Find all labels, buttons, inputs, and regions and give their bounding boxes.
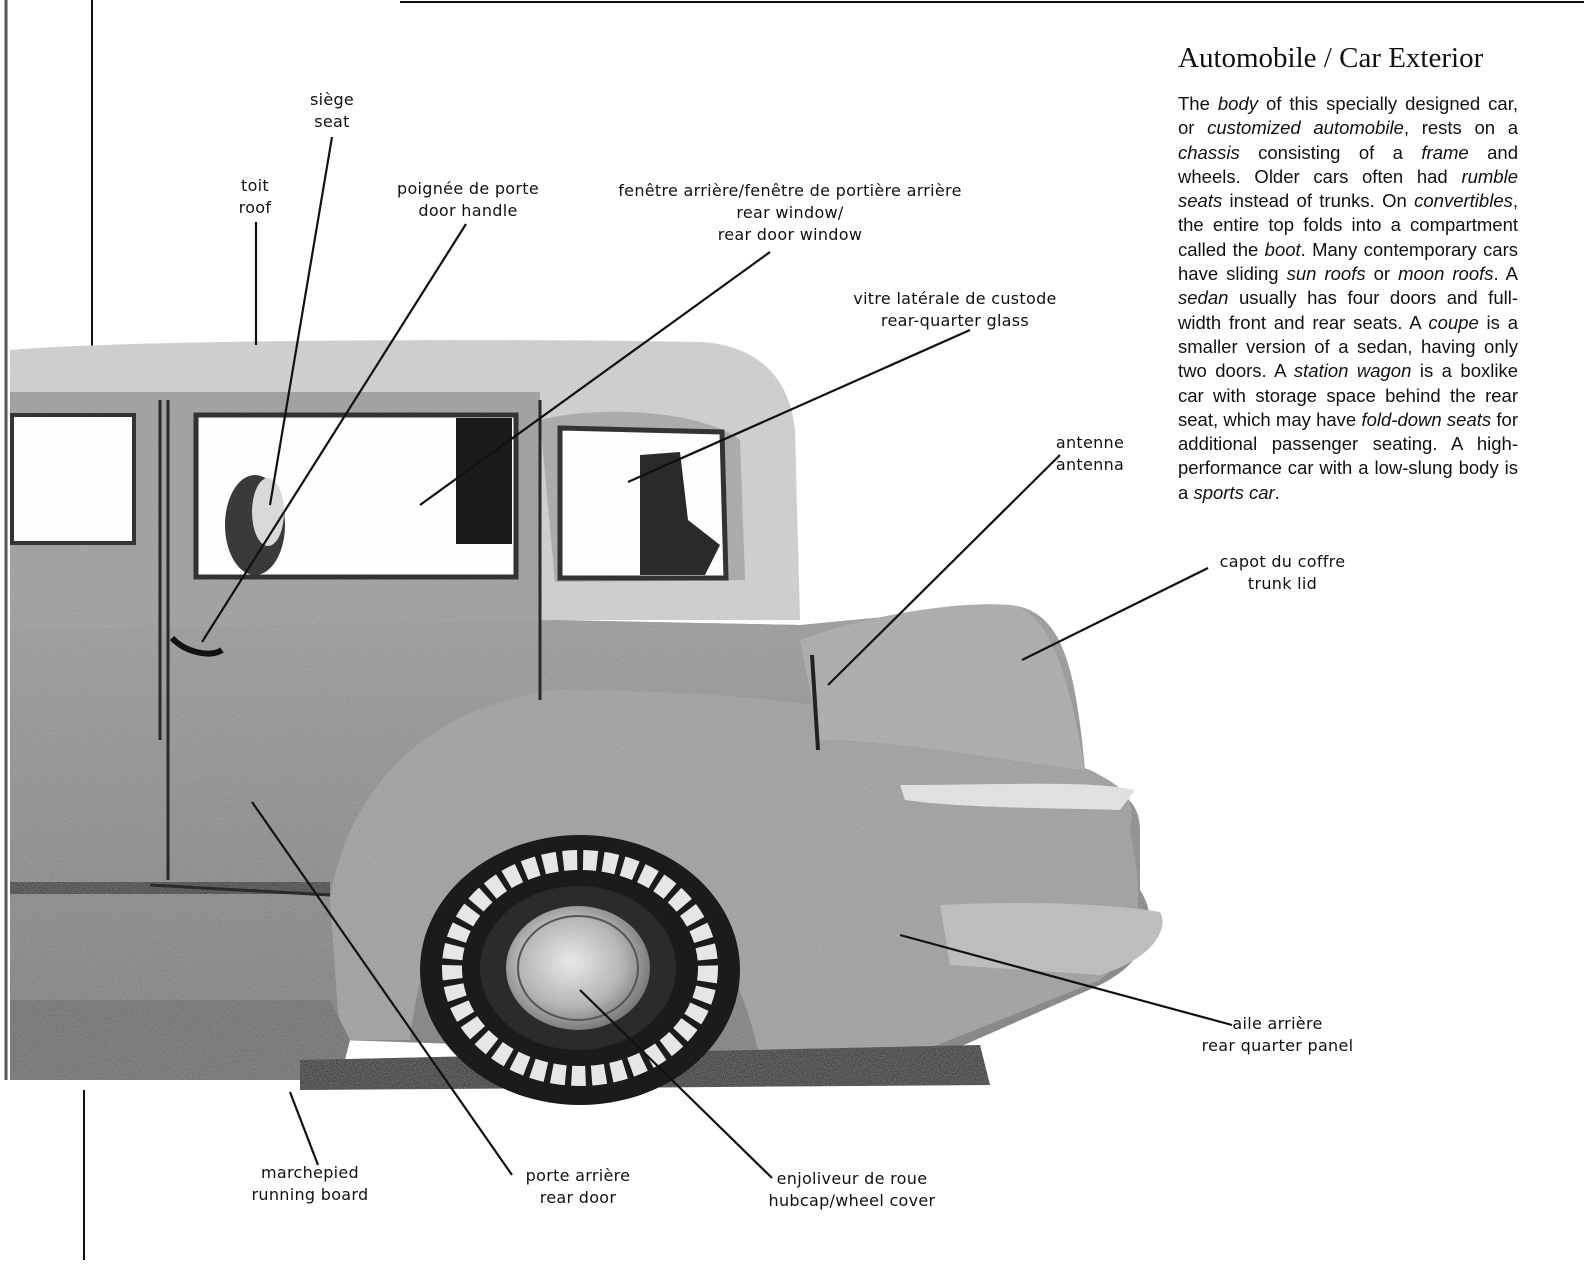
leader-hubcap <box>579 989 773 1179</box>
description-term: chassis <box>1178 141 1240 163</box>
trunk-shape <box>800 604 1085 770</box>
label-door-handle-en: door handle <box>418 201 518 220</box>
leader-trunk-lid <box>1021 567 1209 661</box>
passenger-silhouette <box>640 452 720 575</box>
label-rear-window: fenêtre arrière/fenêtre de portière arri… <box>580 180 1000 246</box>
label-rear-door-en: rear door <box>539 1188 617 1207</box>
description-run: and wheels. Older cars often had <box>1178 141 1518 187</box>
label-running-board: marchepied running board <box>240 1162 380 1206</box>
leader-rear-window <box>419 251 771 506</box>
leader-rear-quarter-panel <box>899 933 1233 1027</box>
label-rear-quarter-glass-fr: vitre latérale de custode <box>853 289 1057 308</box>
description-run: for additional passenger seating. A high… <box>1178 408 1518 503</box>
label-seat: siège seat <box>282 89 382 133</box>
label-door-handle: poignée de porte door handle <box>368 178 568 222</box>
wheel <box>420 835 740 1105</box>
front-window <box>10 413 136 545</box>
leader-seat <box>268 136 334 506</box>
page-title: Automobile / Car Exterior <box>1178 42 1484 74</box>
label-antenna-en: antenna <box>1055 455 1125 474</box>
label-rear-window-en2: rear door window <box>717 225 863 244</box>
label-hubcap: enjoliveur de roue hubcap/wheel cover <box>752 1168 952 1212</box>
label-antenna-fr: antenne <box>1055 433 1125 452</box>
description-term: station wagon <box>1293 360 1412 382</box>
description-term: fold-down seats <box>1361 408 1492 430</box>
description-run: or <box>1365 263 1399 285</box>
leader-door-handle <box>201 223 467 643</box>
label-seat-en: seat <box>314 112 350 131</box>
label-hubcap-en: hubcap/wheel cover <box>768 1191 936 1210</box>
label-roof: toit roof <box>205 175 305 219</box>
hubcap-ring <box>517 915 639 1021</box>
description-term: frame <box>1421 141 1469 163</box>
description-run: . <box>1274 481 1280 503</box>
description-run: consisting of a <box>1239 141 1422 163</box>
leader-lines <box>201 136 1233 1179</box>
label-seat-fr: siège <box>309 90 355 109</box>
label-rear-door: porte arrière rear door <box>508 1165 648 1209</box>
label-rear-window-fr: fenêtre arrière/fenêtre de portière arri… <box>618 181 962 200</box>
rear-window-frame-dark <box>456 418 512 544</box>
label-hubcap-fr: enjoliveur de roue <box>776 1169 928 1188</box>
seat-highlight <box>252 478 284 546</box>
label-rear-quarter-glass: vitre latérale de custode rear-quarter g… <box>830 288 1080 332</box>
label-running-board-fr: marchepied <box>261 1163 359 1182</box>
leader-running-board <box>288 1091 320 1166</box>
label-rear-quarter-glass-en: rear-quarter glass <box>880 311 1030 330</box>
label-trunk-lid-fr: capot du coffre <box>1219 552 1346 571</box>
description-term: coupe <box>1428 311 1479 333</box>
description-term: body <box>1217 93 1258 114</box>
description-term: moon roofs <box>1398 263 1494 285</box>
running-board-shape <box>10 1000 350 1080</box>
description-term: convertibles <box>1414 190 1513 212</box>
label-trunk-lid: capot du coffre trunk lid <box>1200 551 1365 595</box>
description-term: sun roofs <box>1286 263 1366 285</box>
door-handle-shape <box>169 635 224 657</box>
label-rear-quarter-panel-en: rear quarter panel <box>1201 1036 1354 1055</box>
description-run: is a boxlike car with storage space behi… <box>1178 360 1518 430</box>
leader-antenna <box>827 454 1061 686</box>
label-rear-quarter-panel: aile arrière rear quarter panel <box>1190 1013 1365 1057</box>
tire-letters-band <box>442 850 718 1086</box>
leader-rear-quarter-glass <box>627 328 971 484</box>
antenna-shape <box>810 654 820 751</box>
description-term: sedan <box>1178 287 1229 309</box>
label-antenna: antenne antenna <box>1040 432 1140 476</box>
description-term: sports car <box>1193 481 1275 503</box>
label-door-handle-fr: poignée de porte <box>397 179 539 198</box>
label-rear-window-en: rear window/ <box>736 203 844 222</box>
description-run: . Many contemporary cars have sliding <box>1178 238 1518 285</box>
windows <box>10 412 729 581</box>
description-term: boot <box>1264 238 1301 260</box>
door-lines <box>149 400 542 897</box>
label-trunk-lid-en: trunk lid <box>1247 574 1318 593</box>
tail-fin <box>900 783 1135 810</box>
rear-bumper <box>940 902 1163 975</box>
label-running-board-en: running board <box>251 1185 369 1204</box>
description-run: is a smaller version of a sedan, having … <box>1178 311 1518 382</box>
description-run: . A <box>1493 263 1519 285</box>
description-run: usually has four doors and full-width fr… <box>1178 287 1518 333</box>
leader-rear-door <box>251 801 513 1176</box>
description-text: The body of this specially designed car,… <box>1178 92 1518 505</box>
description-term: rumble seats <box>1178 165 1518 212</box>
description-term: customized automobile <box>1207 117 1404 139</box>
description-run: , the entire top folds into a compartmen… <box>1178 190 1518 260</box>
label-roof-en: roof <box>238 198 272 217</box>
label-rear-quarter-panel-fr: aile arrière <box>1232 1014 1323 1033</box>
label-rear-door-fr: porte arrière <box>525 1166 631 1185</box>
description-run: The <box>1178 93 1218 114</box>
hubcap-shape <box>506 906 650 1030</box>
description-run: , rests on a <box>1403 117 1518 139</box>
description-run: instead of trunks. On <box>1222 190 1415 212</box>
rear-fender <box>330 690 1139 1060</box>
description-run: of this specially designed car, or <box>1178 93 1518 139</box>
label-roof-fr: toit <box>241 176 269 195</box>
